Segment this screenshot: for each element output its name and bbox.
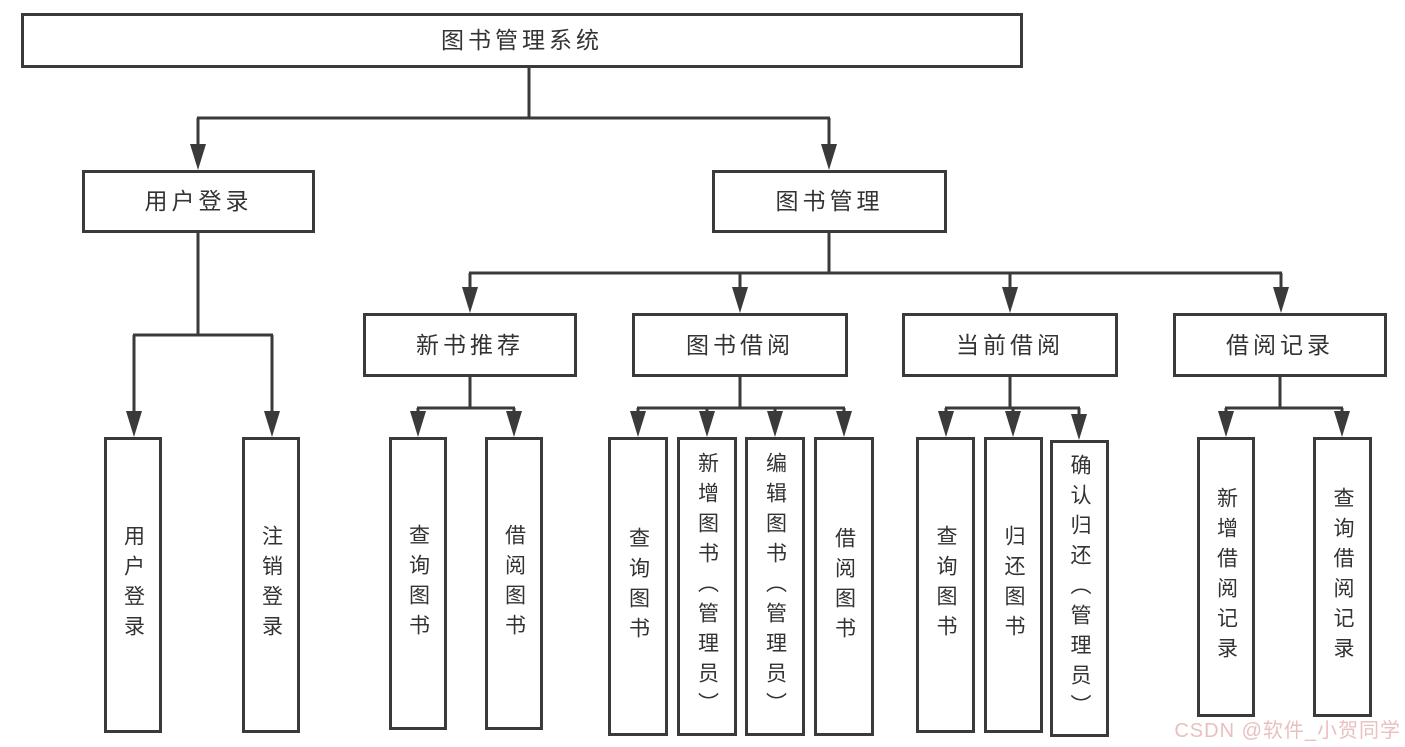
leaf-edit-book-admin: 编辑图书（管理员） <box>745 437 805 736</box>
arrowheads <box>126 144 1350 440</box>
leaf-borrow-books-borrowing: 借阅图书 <box>814 437 874 736</box>
leaf-add-borrow-record: 新增借阅记录 <box>1197 437 1255 717</box>
node-current-borrowing: 当前借阅 <box>902 313 1118 377</box>
leaf-confirm-return-admin: 确认归还（管理员） <box>1050 440 1109 737</box>
leaf-query-borrow-record: 查询借阅记录 <box>1313 437 1372 717</box>
leaf-borrow-books-recommend: 借阅图书 <box>485 437 543 730</box>
node-book-management: 图书管理 <box>712 170 947 233</box>
node-user-login: 用户登录 <box>82 170 315 233</box>
leaf-query-books-current: 查询图书 <box>916 437 975 733</box>
leaf-user-login: 用户登录 <box>104 437 162 733</box>
leaf-query-books-recommend: 查询图书 <box>389 437 447 730</box>
leaf-add-book-admin: 新增图书（管理员） <box>677 437 737 736</box>
leaf-query-books-borrowing: 查询图书 <box>608 437 668 736</box>
watermark-text: CSDN @软件_小贺同学 <box>1174 720 1401 742</box>
node-library-management-system: 图书管理系统 <box>21 13 1023 68</box>
node-book-borrowing: 图书借阅 <box>632 313 848 377</box>
leaf-logout-login: 注销登录 <box>242 437 300 733</box>
node-borrowing-records: 借阅记录 <box>1173 313 1387 377</box>
leaf-return-books: 归还图书 <box>984 437 1043 733</box>
node-new-book-recommend: 新书推荐 <box>363 313 577 377</box>
